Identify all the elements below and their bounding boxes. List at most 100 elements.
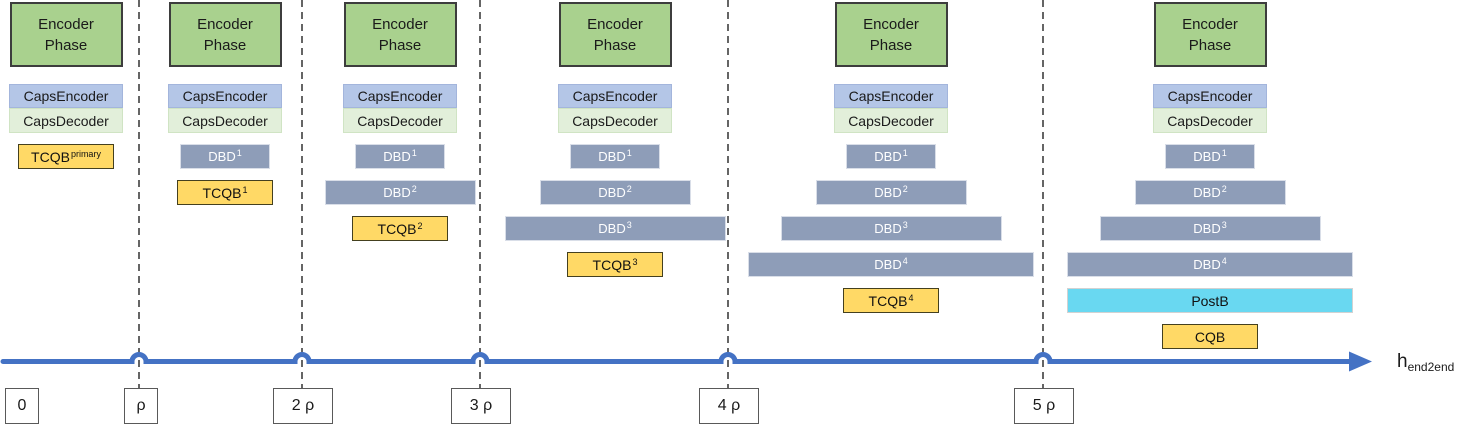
- dbd-box: DBD1: [570, 144, 660, 169]
- dbd-label: DBD4: [874, 256, 908, 273]
- dbd-label-sup: 1: [411, 148, 417, 158]
- dbd-label-sup: 2: [1221, 184, 1227, 194]
- tcqb-box: TCQBprimary: [18, 144, 114, 169]
- dbd-box: DBD3: [780, 216, 1002, 241]
- caps-decoder-label: CapsDecoder: [848, 112, 934, 129]
- caps-encoder-box: CapsEncoder: [834, 84, 948, 108]
- tick-label-text: 0: [17, 397, 27, 414]
- dbd-label: DBD1: [383, 148, 417, 165]
- dbd-label-sup: 4: [902, 256, 908, 266]
- cqb-label: CQB: [1194, 328, 1226, 345]
- caps-decoder-label: CapsDecoder: [357, 112, 443, 129]
- caps-encoder-label: CapsEncoder: [1167, 88, 1253, 104]
- tcqb-box: TCQB3: [567, 252, 663, 277]
- dbd-label: DBD2: [1193, 184, 1227, 201]
- dbd-label-sup: 1: [626, 148, 632, 158]
- tcqb-label-sup: 2: [417, 220, 423, 231]
- tcqb-label-sup: 1: [242, 184, 248, 195]
- dbd-label: DBD3: [874, 220, 908, 237]
- caps-encoder-label: CapsEncoder: [848, 88, 934, 104]
- caps-decoder-box: CapsDecoder: [343, 108, 457, 133]
- dbd-label-sup: 2: [626, 184, 632, 194]
- caps-decoder-label: CapsDecoder: [182, 112, 268, 129]
- encoder-phase-box: Encoder Phase: [168, 2, 282, 67]
- caps-encoder-box: CapsEncoder: [558, 84, 672, 108]
- encoder-phase-box: Encoder Phase: [9, 2, 123, 67]
- dbd-box: DBD4: [748, 252, 1034, 277]
- tcqb-box: TCQB2: [352, 216, 448, 241]
- postb-box: PostB: [1067, 288, 1353, 313]
- caps-decoder-box: CapsDecoder: [9, 108, 123, 133]
- dbd-label-sup: 1: [236, 148, 242, 158]
- cqb-box: CQB: [1162, 324, 1258, 349]
- dbd-box: DBD1: [846, 144, 936, 169]
- dbd-box: DBD1: [180, 144, 270, 169]
- tick-label-text: 4 ρ: [717, 397, 741, 414]
- encoder-phase-box: Encoder Phase: [558, 2, 672, 67]
- encoder-phase-box: Encoder Phase: [1153, 2, 1267, 67]
- caps-encoder-label: CapsEncoder: [23, 88, 109, 104]
- caps-encoder-box: CapsEncoder: [1153, 84, 1267, 108]
- tcqb-label: TCQB4: [868, 292, 914, 309]
- caps-decoder-label: CapsDecoder: [1167, 112, 1253, 129]
- tick-label-box: 5 ρ: [1014, 388, 1074, 424]
- dbd-label: DBD2: [598, 184, 632, 201]
- caps-encoder-label: CapsEncoder: [572, 88, 658, 104]
- caps-encoder-box: CapsEncoder: [9, 84, 123, 108]
- dbd-label: DBD3: [598, 220, 632, 237]
- encoder-phase-label: Encoder Phase: [38, 15, 94, 54]
- dbd-label: DBD2: [874, 184, 908, 201]
- dbd-label-sup: 4: [1221, 256, 1227, 266]
- caps-decoder-box: CapsDecoder: [558, 108, 672, 133]
- tick-label-box: 3 ρ: [451, 388, 511, 424]
- dbd-label-sup: 2: [411, 184, 417, 194]
- tcqb-label-sup: 3: [632, 256, 638, 267]
- tick-label-text: 2 ρ: [291, 397, 315, 414]
- tick-label-box: 0: [5, 388, 39, 424]
- caps-decoder-box: CapsDecoder: [834, 108, 948, 133]
- tcqb-label-sup: primary: [70, 148, 101, 159]
- encoder-phase-box: Encoder Phase: [834, 2, 948, 67]
- encoder-phase-box: Encoder Phase: [343, 2, 457, 67]
- dbd-box: DBD3: [504, 216, 726, 241]
- dbd-box: DBD2: [539, 180, 691, 205]
- tick-label-box: 2 ρ: [273, 388, 333, 424]
- dbd-box: DBD2: [815, 180, 967, 205]
- tick-label-box: 4 ρ: [699, 388, 759, 424]
- postb-label: PostB: [1191, 292, 1229, 309]
- tick-label-text: 5 ρ: [1032, 397, 1056, 414]
- axis-end-label: hend2end: [1397, 351, 1454, 374]
- encoder-phase-label: Encoder Phase: [863, 15, 919, 54]
- dbd-label-sup: 3: [626, 220, 632, 230]
- tcqb-label: TCQB1: [202, 184, 248, 201]
- dbd-label: DBD1: [598, 148, 632, 165]
- caps-encoder-box: CapsEncoder: [343, 84, 457, 108]
- tcqb-box: TCQB1: [177, 180, 273, 205]
- axis-end-label-base: h: [1397, 351, 1408, 372]
- caps-decoder-box: CapsDecoder: [168, 108, 282, 133]
- caps-decoder-box: CapsDecoder: [1153, 108, 1267, 133]
- caps-decoder-label: CapsDecoder: [23, 112, 109, 129]
- dbd-label-sup: 1: [1221, 148, 1227, 158]
- dbd-label-sup: 3: [1221, 220, 1227, 230]
- dbd-label: DBD1: [1193, 148, 1227, 165]
- dbd-box: DBD1: [355, 144, 445, 169]
- tcqb-label: TCQBprimary: [31, 148, 101, 165]
- axis-arrowhead-icon: [1349, 351, 1372, 372]
- axis-end-label-sub: end2end: [1407, 360, 1455, 374]
- encoder-phase-label: Encoder Phase: [197, 15, 253, 54]
- caps-encoder-label: CapsEncoder: [182, 88, 268, 104]
- caps-encoder-box: CapsEncoder: [168, 84, 282, 108]
- tick-label-box: ρ: [124, 388, 158, 424]
- encoder-phase-label: Encoder Phase: [1182, 15, 1238, 54]
- dbd-box: DBD4: [1067, 252, 1353, 277]
- dbd-label-sup: 2: [902, 184, 908, 194]
- tcqb-label: TCQB3: [592, 256, 638, 273]
- encoder-phase-label: Encoder Phase: [372, 15, 428, 54]
